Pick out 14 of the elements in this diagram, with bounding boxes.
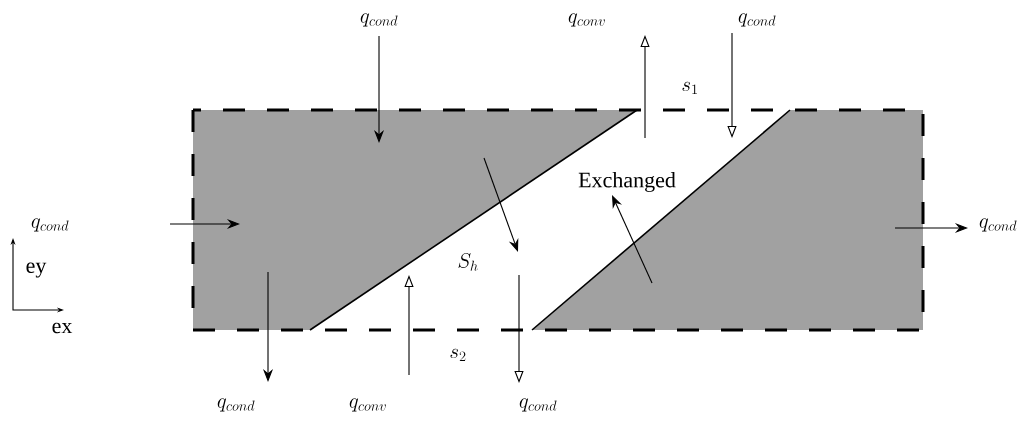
flux-label: $q_{conv}$ — [568, 13, 605, 27]
flux-label: $q_{cond}$ — [519, 398, 557, 412]
surface-label: $s_2$ — [450, 348, 466, 362]
axis-label: ex — [52, 322, 73, 334]
flux-label: $q_{cond}$ — [738, 13, 776, 27]
flux-label: $q_{conv}$ — [349, 398, 386, 412]
flux-label: $q_{cond}$ — [217, 398, 255, 412]
surface-label: $S_h$ — [458, 252, 478, 271]
axis-label: ey — [26, 262, 47, 278]
flux-label: $q_{cond}$ — [979, 218, 1017, 232]
flux-label: $q_{cond}$ — [31, 218, 69, 232]
region-label: Exchanged — [578, 172, 676, 192]
flux-label: $q_{cond}$ — [360, 13, 398, 27]
surface-label: $s_1$ — [682, 81, 697, 94]
